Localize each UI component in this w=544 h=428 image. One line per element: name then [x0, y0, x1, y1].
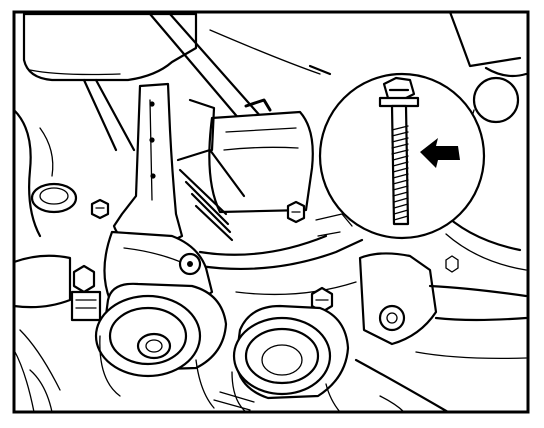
pulley-left	[94, 282, 228, 409]
bolt-threads	[391, 125, 409, 221]
bolt-detail-callout	[315, 72, 486, 240]
hex-bolt-center	[286, 200, 306, 224]
arrow-icon	[420, 138, 460, 168]
engine-block	[12, 10, 528, 414]
hex-bolt-magnified	[378, 76, 420, 226]
hex-bolt-lower-middle	[310, 286, 334, 314]
pulley-right	[213, 304, 350, 413]
hex-bolt-left-boss	[90, 198, 110, 220]
hex-bolt-small-right	[445, 255, 459, 273]
